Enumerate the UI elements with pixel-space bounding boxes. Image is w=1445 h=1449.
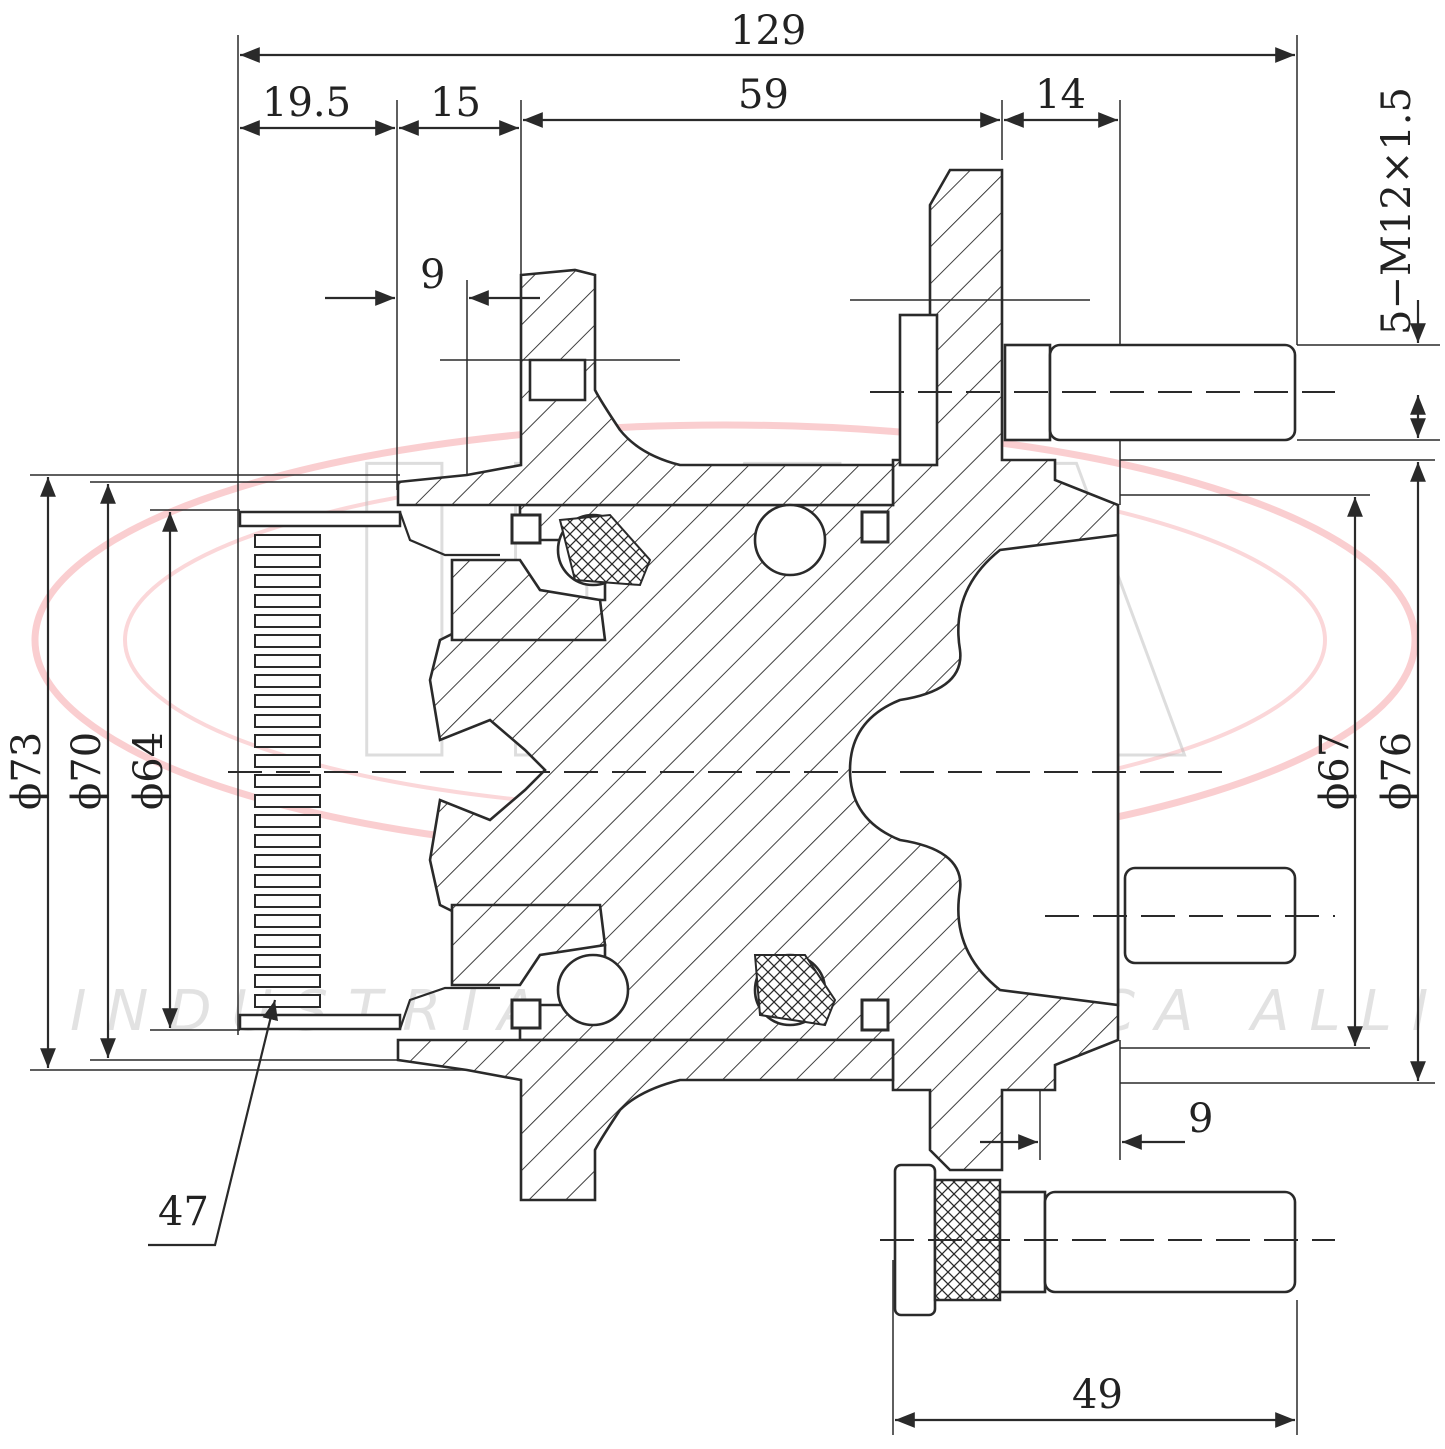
hub-body [396,168,1120,1202]
seal-upper-right [860,510,890,544]
cage-lower [753,954,837,1027]
abs-tooth [254,674,321,688]
abs-tooth [254,854,321,868]
cage-upper [558,513,652,587]
abs-tooth [254,714,321,728]
center-lines [228,299,1335,1241]
dim-lower-small: 9 [1188,1096,1213,1142]
abs-tooth [254,834,321,848]
abs-tooth [254,614,321,628]
abs-tooth [254,594,321,608]
dim-thread-spec: 5−M12×1.5 [1374,87,1420,335]
dim-stud-offset: 14 [1035,72,1086,118]
abs-tooth [254,654,321,668]
abs-tooth [254,774,321,788]
dim-dia-67: ϕ67 [1312,732,1358,810]
abs-tooth [254,914,321,928]
abs-tooth [254,754,321,768]
abs-tooth [254,794,321,808]
seal-lower-left [510,998,542,1030]
seal-lower-right [860,998,890,1032]
ball-upper-right [753,503,827,577]
dimension-lines [40,47,1426,1428]
dim-dia-70: ϕ70 [64,732,110,810]
ball-lower-left [556,953,630,1027]
dim-overall-length: 129 [730,8,806,54]
wheel-studs [893,313,1297,1317]
abs-tooth [254,994,321,1008]
abs-tooth [254,694,321,708]
dim-stud-length: 49 [1072,1372,1123,1418]
stud-upper [898,313,1297,467]
dim-dia-76: ϕ76 [1374,732,1420,810]
abs-tooth [254,534,321,548]
dimension-labels: 129 19.5 15 59 14 9 9 49 47 5−M12×1.5 ϕ7… [4,8,1420,1418]
abs-tooth [254,934,321,948]
extension-lines [30,35,1440,1435]
abs-tooth [254,814,321,828]
dim-flange-offset: 19.5 [262,80,351,126]
abs-tooth [254,894,321,908]
abs-tooth [254,634,321,648]
abs-tooth [254,574,321,588]
abs-tooth [254,874,321,888]
abs-tooth [254,554,321,568]
dim-abs-ring: 47 [158,1189,209,1235]
stud-lower [893,1163,1297,1317]
seal-upper-left [510,513,542,545]
dim-bearing-span: 59 [738,72,789,118]
abs-tooth [254,954,321,968]
dim-dia-73: ϕ73 [4,732,50,810]
abs-tooth [254,974,321,988]
dim-seal-width: 15 [430,80,481,126]
bearing-balls [510,503,890,1032]
abs-tooth [254,734,321,748]
dim-dia-64: ϕ64 [126,732,172,810]
abs-encoder-ring [238,510,500,1031]
dim-upper-small: 9 [420,252,445,298]
